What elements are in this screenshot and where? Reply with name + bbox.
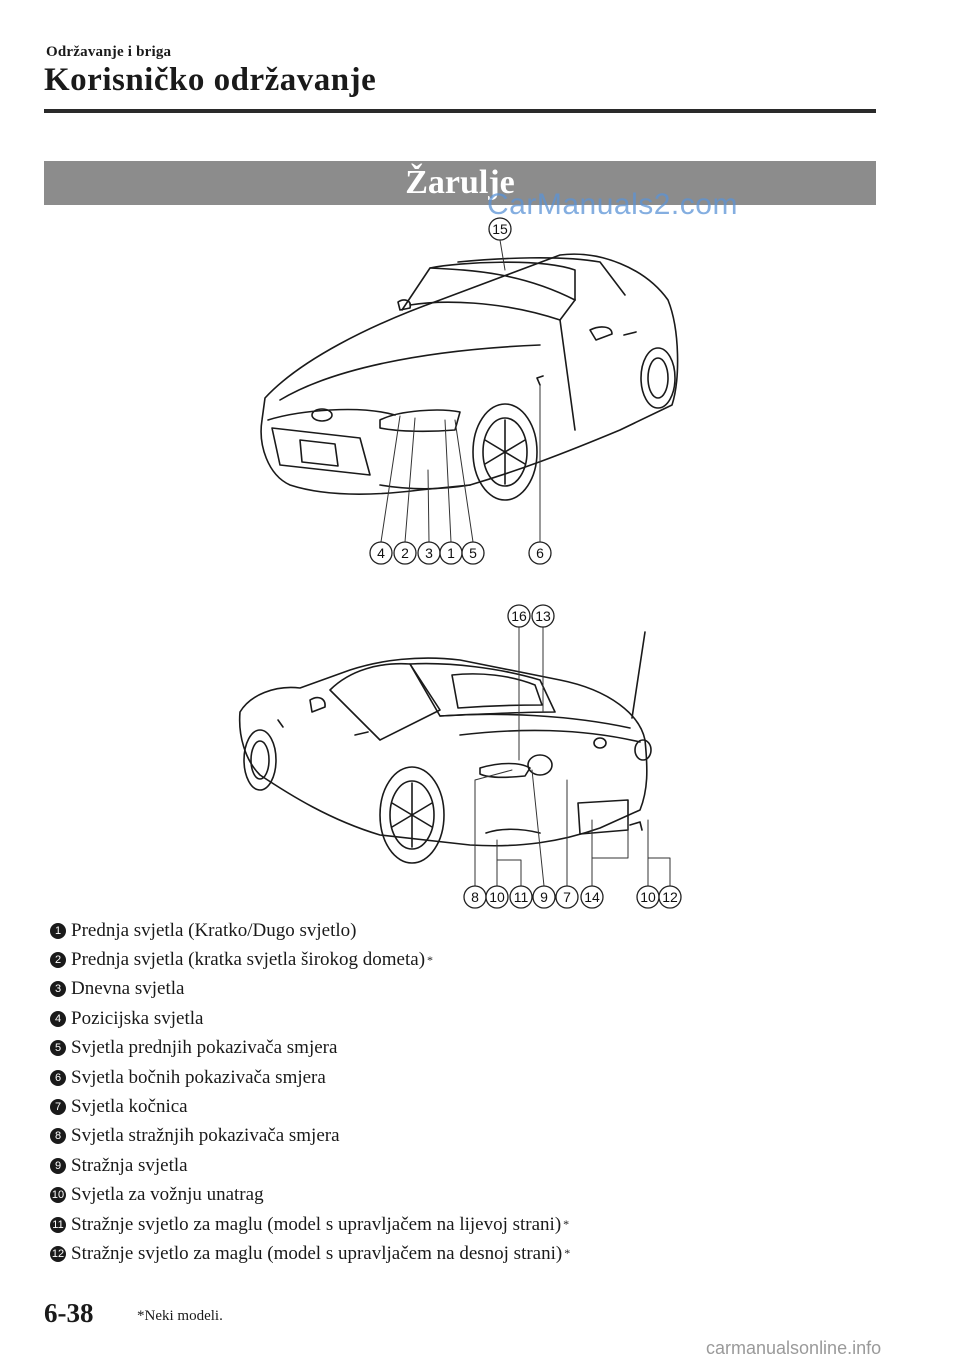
callout-4: 4 (369, 541, 393, 565)
svg-text:13: 13 (535, 608, 551, 624)
legend-number-badge: 12 (50, 1245, 66, 1262)
legend-text: Svjetla kočnica (71, 1096, 188, 1118)
callout-16: 16 (507, 604, 531, 628)
callout-11: 11 (509, 885, 533, 909)
callout-leader-lines (380, 239, 671, 887)
svg-text:15: 15 (492, 221, 508, 237)
legend-item: 7 Svjetla kočnica (50, 1092, 870, 1121)
svg-text:6: 6 (536, 545, 544, 561)
legend-text: Stražnja svjetla (71, 1154, 188, 1176)
callout-1: 1 (439, 541, 463, 565)
bulbs-banner: Žarulje (44, 161, 876, 205)
front-car-illustration (260, 253, 679, 501)
legend-item: 8 Svjetla stražnjih pokazivača smjera (50, 1122, 870, 1151)
legend-text: Prednja svjetla (Kratko/Dugo svjetlo) (71, 919, 357, 941)
callout-10-left: 10 (485, 885, 509, 909)
legend-text: Svjetla bočnih pokazivača smjera (71, 1066, 326, 1088)
legend-mark: * (427, 952, 434, 967)
legend-text: Pozicijska svjetla (71, 1007, 204, 1029)
legend-item: 10 Svjetla za vožnju unatrag (50, 1181, 870, 1210)
callout-7: 7 (555, 885, 579, 909)
callout-10-right: 10 (636, 885, 660, 909)
legend-number-badge: 1 (50, 922, 66, 939)
legend-item: 12 Stražnje svjetlo za maglu (model s upr… (50, 1239, 870, 1268)
legend-number-badge: 6 (50, 1069, 66, 1086)
watermark-carmanualsonline: carmanualsonline.info (706, 1338, 882, 1358)
svg-text:16: 16 (511, 608, 527, 624)
legend-item: 5 Svjetla prednjih pokazivača smjera (50, 1034, 870, 1063)
svg-text:1: 1 (447, 545, 455, 561)
callout-15: 15 (488, 217, 512, 241)
legend-text: Svjetla prednjih pokazivača smjera (71, 1037, 338, 1059)
svg-text:8: 8 (471, 889, 479, 905)
title-divider (44, 109, 876, 113)
svg-text:9: 9 (540, 889, 548, 905)
svg-text:14: 14 (584, 889, 600, 905)
callout-12: 12 (658, 885, 682, 909)
callout-3: 3 (417, 541, 441, 565)
legend-text: Stražnje svjetlo za maglu (model s uprav… (71, 1213, 562, 1235)
legend-number-badge: 3 (50, 981, 66, 998)
legend-item: 3 Dnevna svjetla (50, 975, 870, 1004)
page-title: Korisničko održavanje (44, 62, 377, 98)
legend-item: 6 Svjetla bočnih pokazivača smjera (50, 1063, 870, 1092)
legend-number-badge: 4 (50, 1010, 66, 1027)
legend-number-badge: 11 (50, 1216, 66, 1233)
legend-item: 9 Stražnja svjetla (50, 1151, 870, 1180)
svg-text:10: 10 (489, 889, 505, 905)
svg-text:7: 7 (563, 889, 571, 905)
svg-text:12: 12 (662, 889, 678, 905)
legend-item: 11 Stražnje svjetlo za maglu (model s upr… (50, 1210, 870, 1239)
rear-car-illustration (238, 631, 652, 864)
legend-number-badge: 10 (50, 1187, 66, 1204)
callout-5: 5 (461, 541, 485, 565)
bulb-legend-list: 1 Prednja svjetla (Kratko/Dugo svjetlo) 2… (50, 916, 870, 1269)
svg-text:4: 4 (377, 545, 385, 561)
callout-6: 6 (528, 541, 552, 565)
svg-text:2: 2 (401, 545, 409, 561)
legend-number-badge: 9 (50, 1157, 66, 1174)
legend-item: 2 Prednja svjetla (kratka svjetla širokog… (50, 945, 870, 974)
page-number: 6-38 (44, 1298, 94, 1328)
svg-text:10: 10 (640, 889, 656, 905)
legend-text: Prednja svjetla (kratka svjetla širokog … (71, 949, 426, 971)
callout-9: 9 (532, 885, 556, 909)
legend-number-badge: 5 (50, 1040, 66, 1057)
callout-13: 13 (531, 604, 555, 628)
section-label: Održavanje i briga (46, 44, 172, 60)
banner-title: Žarulje (405, 164, 515, 201)
legend-text: Stražnje svjetlo za maglu (model s uprav… (71, 1242, 563, 1264)
legend-text: Dnevna svjetla (71, 978, 185, 1000)
car-illustrations: 15 4 2 3 1 5 6 16 13 8 10 11 9 7 14 10 1… (238, 217, 682, 909)
legend-mark: * (563, 1217, 570, 1232)
legend-text: Svjetla za vožnju unatrag (71, 1184, 264, 1206)
legend-item: 4 Pozicijska svjetla (50, 1004, 870, 1033)
legend-mark: * (564, 1246, 571, 1261)
svg-text:11: 11 (514, 889, 529, 905)
footnote: *Neki modeli. (137, 1308, 223, 1324)
legend-number-badge: 7 (50, 1099, 66, 1116)
watermark-carmanuals2: CarManuals2.com (487, 188, 738, 221)
svg-text:3: 3 (425, 545, 433, 561)
callout-8: 8 (463, 885, 487, 909)
callout-14: 14 (580, 885, 604, 909)
legend-number-badge: 8 (50, 1128, 66, 1145)
legend-number-badge: 2 (50, 952, 66, 969)
callout-2: 2 (393, 541, 417, 565)
svg-text:5: 5 (469, 545, 477, 561)
legend-item: 1 Prednja svjetla (Kratko/Dugo svjetlo) (50, 916, 870, 945)
legend-text: Svjetla stražnjih pokazivača smjera (71, 1125, 340, 1147)
